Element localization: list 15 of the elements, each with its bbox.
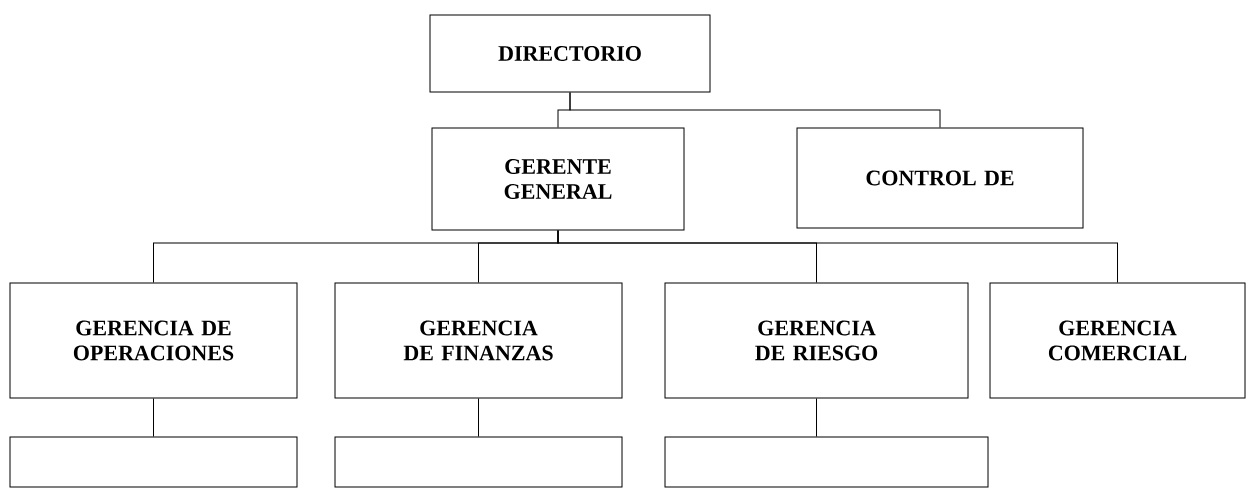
org-box: DIRECTORIO bbox=[429, 14, 711, 93]
org-box: GERENCIA DE RIESGO bbox=[664, 282, 969, 399]
connector-line bbox=[478, 398, 479, 437]
org-box: GERENCIA DE FINANZAS bbox=[334, 282, 623, 399]
empty-box bbox=[9, 436, 298, 488]
org-box: GERENCIA COMERCIAL bbox=[989, 282, 1246, 399]
org-box: GERENCIA DE OPERACIONES bbox=[9, 282, 298, 399]
connector-line bbox=[569, 92, 941, 128]
empty-box bbox=[664, 436, 989, 488]
connector-line bbox=[816, 398, 817, 437]
connector-line bbox=[557, 230, 1118, 283]
empty-box bbox=[334, 436, 623, 488]
org-box: CONTROL DE bbox=[796, 127, 1084, 229]
connector-line bbox=[153, 398, 154, 437]
org-box: GERENTE GENERAL bbox=[431, 127, 685, 231]
